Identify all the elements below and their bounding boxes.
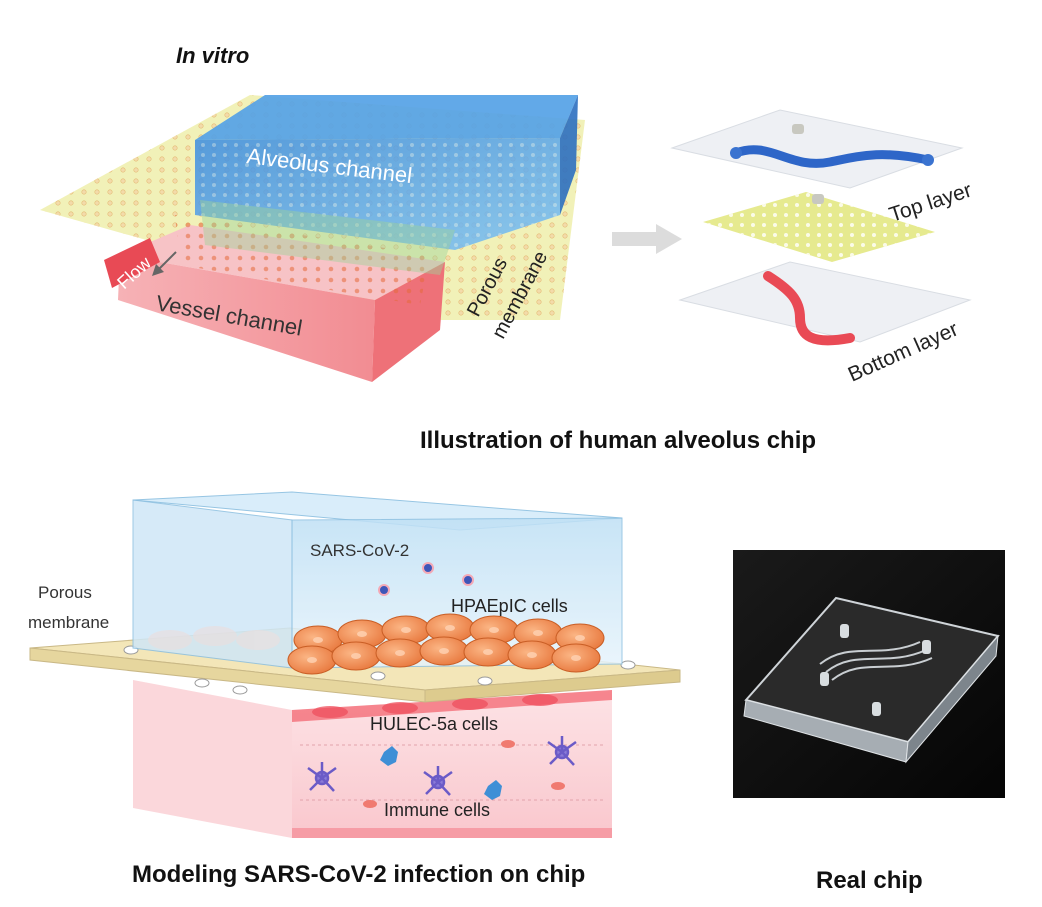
real-chip-caption: Real chip xyxy=(816,867,923,894)
right-arrow-icon xyxy=(612,224,682,254)
virus-icon xyxy=(378,584,390,596)
macrophage-icon xyxy=(307,762,337,792)
virus-icon xyxy=(462,574,474,586)
porous-membrane-label-line2: membrane xyxy=(28,613,109,632)
exploded-layers: Top layer Bottom layer xyxy=(670,109,975,387)
alveolus-chip-caption: Illustration of human alveolus chip xyxy=(420,427,816,454)
in-vitro-heading: In vitro xyxy=(176,43,249,68)
virus-particles xyxy=(378,562,474,596)
dendritic-cell-icon xyxy=(484,780,502,800)
infection-model: SARS-CoV-2 HPAEpIC cells Porous membrane… xyxy=(28,491,681,838)
real-chip-photo xyxy=(733,550,1005,798)
macrophage-icon xyxy=(547,736,577,766)
chip-block-side xyxy=(905,634,999,764)
hpaepic-cell-layer xyxy=(148,613,605,675)
hpaepic-cells-label: HPAEpIC cells xyxy=(451,596,568,616)
hulec-cell-layer xyxy=(312,694,558,718)
top-layer-label: Top layer xyxy=(886,179,974,227)
dendritic-cell-icon xyxy=(380,746,398,766)
infection-model-caption: Modeling SARS-CoV-2 infection on chip xyxy=(132,861,585,888)
top-layer-plate xyxy=(670,109,964,189)
flow-arrow-icon xyxy=(152,251,177,276)
virus-icon xyxy=(422,562,434,574)
hulec-cells-label: HULEC-5a cells xyxy=(370,714,498,734)
sars-cov-2-label: SARS-CoV-2 xyxy=(310,541,409,560)
bottom-layer-plate xyxy=(678,261,972,346)
membrane-plate xyxy=(703,192,935,262)
red-blood-cell-icon xyxy=(363,740,565,808)
porous-membrane-label-line1: Porous xyxy=(38,583,92,602)
macrophage-icon xyxy=(423,766,453,796)
alveolus-channel xyxy=(195,95,578,250)
immune-cells xyxy=(307,736,577,808)
alveolus-chip-illustration: In vitro Alveolus channel Flow Vessel ch… xyxy=(40,43,585,382)
chip-ports xyxy=(820,624,931,716)
immune-cells-label: Immune cells xyxy=(384,800,490,820)
chip-channels xyxy=(819,641,933,681)
